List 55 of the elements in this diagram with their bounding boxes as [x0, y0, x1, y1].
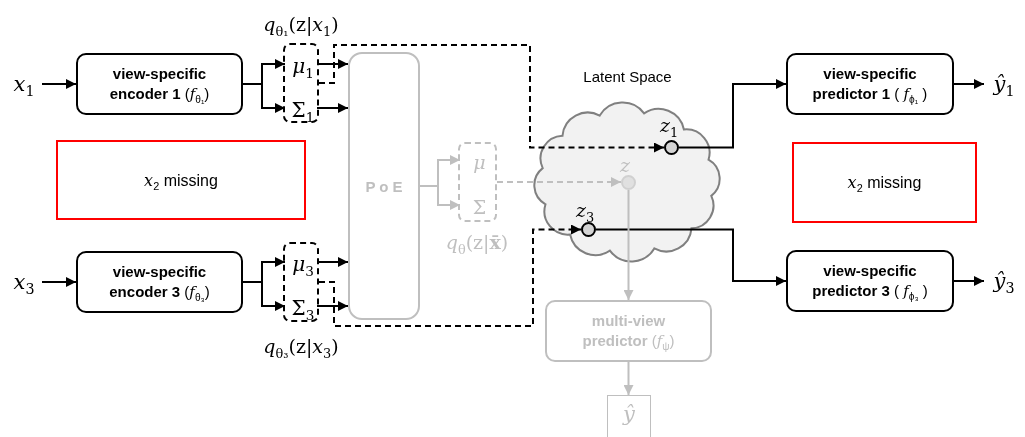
variable-symbol: x$_{1}$	[6, 69, 42, 99]
process-box	[545, 300, 712, 362]
arrow	[953, 276, 985, 286]
box-label: P o E	[365, 177, 403, 195]
process-box	[76, 53, 243, 115]
arrow	[318, 224, 582, 327]
arrow	[242, 83, 286, 113]
process-box	[76, 251, 243, 313]
arrow	[316, 59, 349, 69]
distribution-box	[283, 242, 319, 322]
parameter-symbol: μ	[462, 148, 497, 176]
output-box	[607, 395, 651, 437]
distribution-box	[458, 142, 497, 222]
parameter-symbol: Σ$_{1}$	[287, 96, 319, 124]
box-label: view-specific encoder 3 (f$_{θ₃}$)	[108, 261, 211, 303]
variable-symbol: ŷ$_{1}$	[984, 68, 1024, 100]
missing-view-box	[56, 140, 306, 220]
parameter-symbol: Σ	[462, 193, 497, 221]
parameter-symbol: μ$_{1}$	[287, 52, 319, 80]
math-label: z$_{1}$	[658, 113, 680, 138]
process-box	[786, 250, 954, 312]
arrow	[678, 79, 787, 149]
box-label: view-specific predictor 3 ( f$_{ϕ₃}$ )	[811, 260, 929, 302]
math-label: q$_{θ₃}$(z|x$_{3}$)	[262, 334, 340, 361]
arrow	[316, 257, 349, 267]
arrow	[41, 79, 77, 89]
arrow	[316, 103, 349, 113]
arrow	[41, 277, 77, 287]
parameter-symbol: Σ$_{3}$	[287, 294, 319, 322]
variable-symbol: x$_{3}$	[6, 267, 42, 297]
box-label: x$_{2}$ missing	[144, 170, 218, 190]
box-label: view-specific encoder 1 (f$_{θ₁}$)	[108, 63, 211, 105]
math-label: q$_{θ₁}$(z|x$_{1}$)	[262, 12, 340, 38]
arrow	[242, 281, 286, 311]
arrow	[318, 44, 665, 153]
arrow	[595, 228, 787, 286]
process-box	[786, 53, 954, 115]
fusion-box	[348, 52, 420, 320]
distribution-box	[283, 43, 319, 123]
parameter-symbol: μ$_{3}$	[287, 250, 319, 278]
variable-symbol: ŷ$_{3}$	[984, 265, 1024, 297]
arrow	[316, 301, 349, 311]
box-label: multi-view predictor (f$_{ψ}$)	[581, 310, 676, 352]
output-symbol: ŷ	[623, 402, 635, 426]
missing-view-box	[792, 142, 977, 223]
arrow	[953, 79, 985, 89]
arrow	[623, 361, 634, 396]
arrow	[623, 189, 634, 301]
box-label: x$_{2}$ missing	[847, 173, 922, 192]
math-label: q$_{θ}$(z|x̄)	[444, 230, 510, 256]
cloud-heading: Latent Space	[582, 68, 673, 85]
math-label: z$_{3}$	[574, 198, 596, 223]
box-label: view-specific predictor 1 ( f$_{ϕ₁}$ )	[811, 63, 929, 105]
arrow	[419, 185, 461, 210]
arrow	[496, 177, 622, 187]
